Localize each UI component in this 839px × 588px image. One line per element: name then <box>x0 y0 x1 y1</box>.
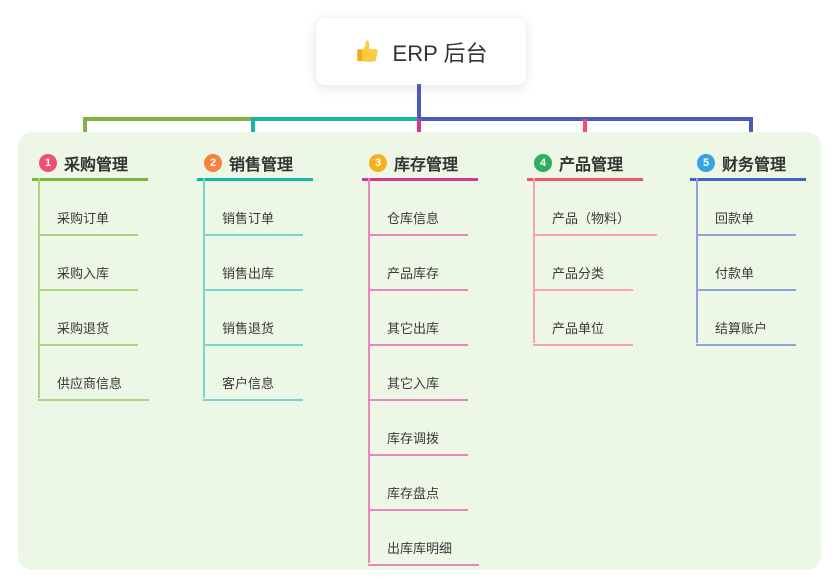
branch-badge: 2 <box>204 153 222 172</box>
leaf-label: 产品库存 <box>387 266 440 281</box>
branch-badge: 5 <box>697 153 715 172</box>
branch-label: 财务管理 <box>722 156 787 174</box>
branch-label: 销售管理 <box>229 156 294 174</box>
branch-children-3: 仓库信息产品库存其它出库其它入库库存调拨库存盘点出库库明细 <box>368 178 480 566</box>
leaf-label: 客户信息 <box>222 376 275 391</box>
leaf-node[interactable]: 销售退货 <box>203 291 303 346</box>
leaf-node[interactable]: 销售出库 <box>203 236 303 291</box>
branch-node-4[interactable]: 4 产品管理 <box>527 147 643 181</box>
leaf-label: 结算账户 <box>715 321 768 336</box>
children-connector-line <box>38 178 40 398</box>
branch-children-2: 销售订单销售出库销售退货客户信息 <box>203 178 303 401</box>
bus-segment-left <box>83 117 253 121</box>
leaf-node[interactable]: 采购订单 <box>38 181 138 236</box>
leaf-label: 销售退货 <box>222 321 275 336</box>
bus-segment-mid <box>251 117 419 121</box>
leaf-label: 采购订单 <box>57 211 110 226</box>
leaf-node[interactable]: 采购退货 <box>38 291 138 346</box>
leaf-label: 回款单 <box>715 211 755 226</box>
leaf-node[interactable]: 库存盘点 <box>368 456 468 511</box>
branch-badge: 3 <box>369 153 387 172</box>
leaf-label: 其它入库 <box>387 376 440 391</box>
branch-label: 库存管理 <box>394 156 459 174</box>
branch-node-5[interactable]: 5 财务管理 <box>690 147 806 181</box>
children-connector-line <box>533 178 535 343</box>
root-node[interactable]: ERP 后台 <box>315 17 527 86</box>
leaf-node[interactable]: 库存调拨 <box>368 401 468 456</box>
leaf-label: 销售订单 <box>222 211 275 226</box>
branch-badge: 4 <box>534 153 552 172</box>
branch-children-5: 回款单付款单结算账户 <box>696 178 796 346</box>
leaf-label: 产品单位 <box>552 321 605 336</box>
leaf-node[interactable]: 其它出库 <box>368 291 468 346</box>
leaf-node[interactable]: 其它入库 <box>368 346 468 401</box>
thumbs-up-icon <box>355 38 382 65</box>
leaf-node[interactable]: 仓库信息 <box>368 181 468 236</box>
leaf-label: 采购退货 <box>57 321 110 336</box>
leaf-label: 其它出库 <box>387 321 440 336</box>
leaf-node[interactable]: 供应商信息 <box>38 346 150 401</box>
children-connector-line <box>368 178 370 563</box>
children-connector-line <box>203 178 205 398</box>
leaf-node[interactable]: 销售订单 <box>203 181 303 236</box>
leaf-label: 库存调拨 <box>387 431 440 446</box>
leaf-label: 库存盘点 <box>387 486 440 501</box>
leaf-label: 产品分类 <box>552 266 605 281</box>
leaf-node[interactable]: 产品分类 <box>533 236 633 291</box>
leaf-node[interactable]: 产品单位 <box>533 291 633 346</box>
leaf-node[interactable]: 付款单 <box>696 236 796 291</box>
branch-node-2[interactable]: 2 销售管理 <box>197 147 313 181</box>
branch-node-3[interactable]: 3 库存管理 <box>362 147 478 181</box>
leaf-label: 仓库信息 <box>387 211 440 226</box>
leaf-node[interactable]: 结算账户 <box>696 291 796 346</box>
leaf-node[interactable]: 客户信息 <box>203 346 303 401</box>
branch-badge: 1 <box>39 153 57 172</box>
leaf-label: 销售出库 <box>222 266 275 281</box>
leaf-label: 出库库明细 <box>387 541 453 556</box>
leaf-node[interactable]: 产品（物料） <box>533 181 658 236</box>
branch-label: 产品管理 <box>559 156 624 174</box>
branch-children-4: 产品（物料） 产品分类产品单位 <box>533 178 658 346</box>
root-label: ERP 后台 <box>392 40 488 66</box>
branches-panel <box>18 132 821 570</box>
root-stem-line <box>417 84 421 119</box>
leaf-node[interactable]: 回款单 <box>696 181 796 236</box>
children-connector-line <box>696 178 698 343</box>
leaf-label: 采购入库 <box>57 266 110 281</box>
leaf-label: 产品（物料） <box>552 211 631 226</box>
leaf-node[interactable]: 出库库明细 <box>368 511 480 566</box>
branch-children-1: 采购订单采购入库采购退货供应商信息 <box>38 178 150 401</box>
branch-label: 采购管理 <box>64 156 129 174</box>
leaf-node[interactable]: 采购入库 <box>38 236 138 291</box>
branch-node-1[interactable]: 1 采购管理 <box>32 147 148 181</box>
leaf-node[interactable]: 产品库存 <box>368 236 468 291</box>
leaf-label: 付款单 <box>715 266 755 281</box>
leaf-label: 供应商信息 <box>57 376 123 391</box>
